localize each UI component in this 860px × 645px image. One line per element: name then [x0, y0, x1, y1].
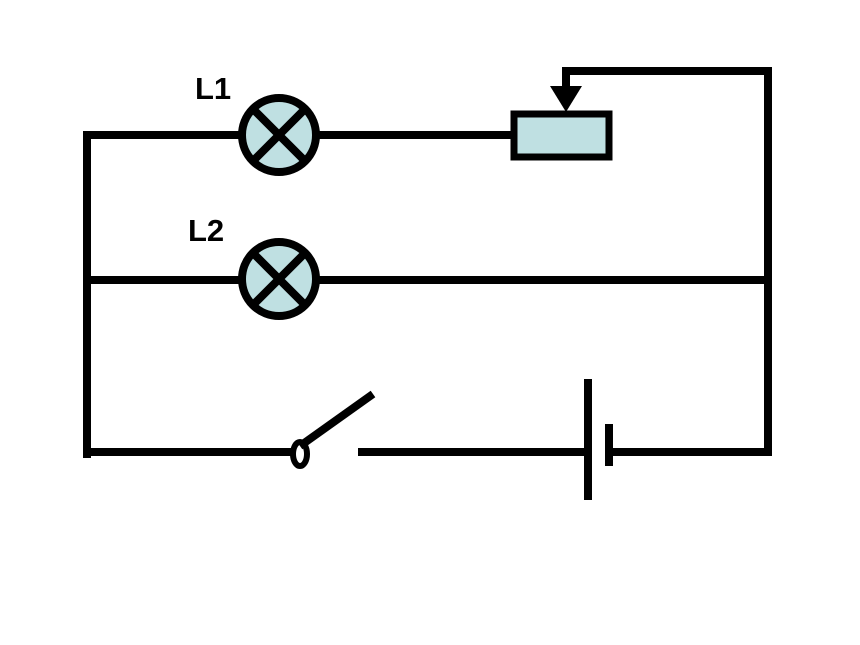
lamp-l2 [238, 238, 320, 320]
lamp-l2-label: L2 [188, 213, 224, 248]
lamp-l1-label: L1 [195, 71, 231, 106]
switch [290, 390, 376, 469]
lamp-l1 [238, 94, 320, 176]
wires [83, 67, 772, 458]
rheostat [510, 110, 613, 161]
battery [584, 379, 613, 500]
rheostat-slider-arrow [550, 86, 582, 112]
